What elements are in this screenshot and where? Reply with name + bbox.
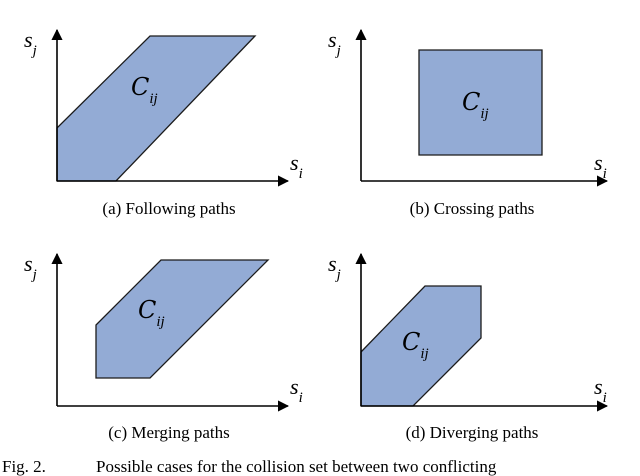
- x-axis-label: si: [594, 150, 607, 182]
- y-axis-label: sj: [24, 251, 37, 283]
- panel-caption: (d) Diverging paths: [406, 423, 539, 442]
- panel-caption: (c) Merging paths: [108, 423, 230, 442]
- collision-region-following: [56, 35, 257, 182]
- panel-merging: sj si Cij (c) Merging paths: [24, 251, 303, 442]
- x-axis-label: si: [290, 374, 303, 406]
- collision-set-label: Cij: [131, 73, 158, 107]
- panel-following: sj si Cij (a) Following paths: [24, 27, 303, 218]
- panel-crossing: sj si Cij (b) Crossing paths: [328, 27, 609, 218]
- y-axis-label: sj: [24, 27, 37, 59]
- panel-diverging: sj si Cij (d) Diverging paths: [328, 251, 609, 442]
- collision-set-label: Cij: [138, 296, 165, 330]
- collision-region-crossing: [418, 49, 543, 156]
- y-axis-label: sj: [328, 27, 341, 59]
- x-axis-label: si: [594, 374, 607, 406]
- y-axis-label: sj: [328, 251, 341, 283]
- figure-caption-label: Fig. 2.: [2, 457, 46, 476]
- collision-set-label: Cij: [462, 88, 489, 122]
- figure-caption-text: Possible cases for the collision set bet…: [96, 457, 497, 476]
- x-axis-label: si: [290, 150, 303, 182]
- panel-caption: (a) Following paths: [102, 199, 235, 218]
- collision-region-merging: [95, 259, 270, 379]
- panel-caption: (b) Crossing paths: [410, 199, 535, 218]
- collision-set-label: Cij: [402, 328, 429, 362]
